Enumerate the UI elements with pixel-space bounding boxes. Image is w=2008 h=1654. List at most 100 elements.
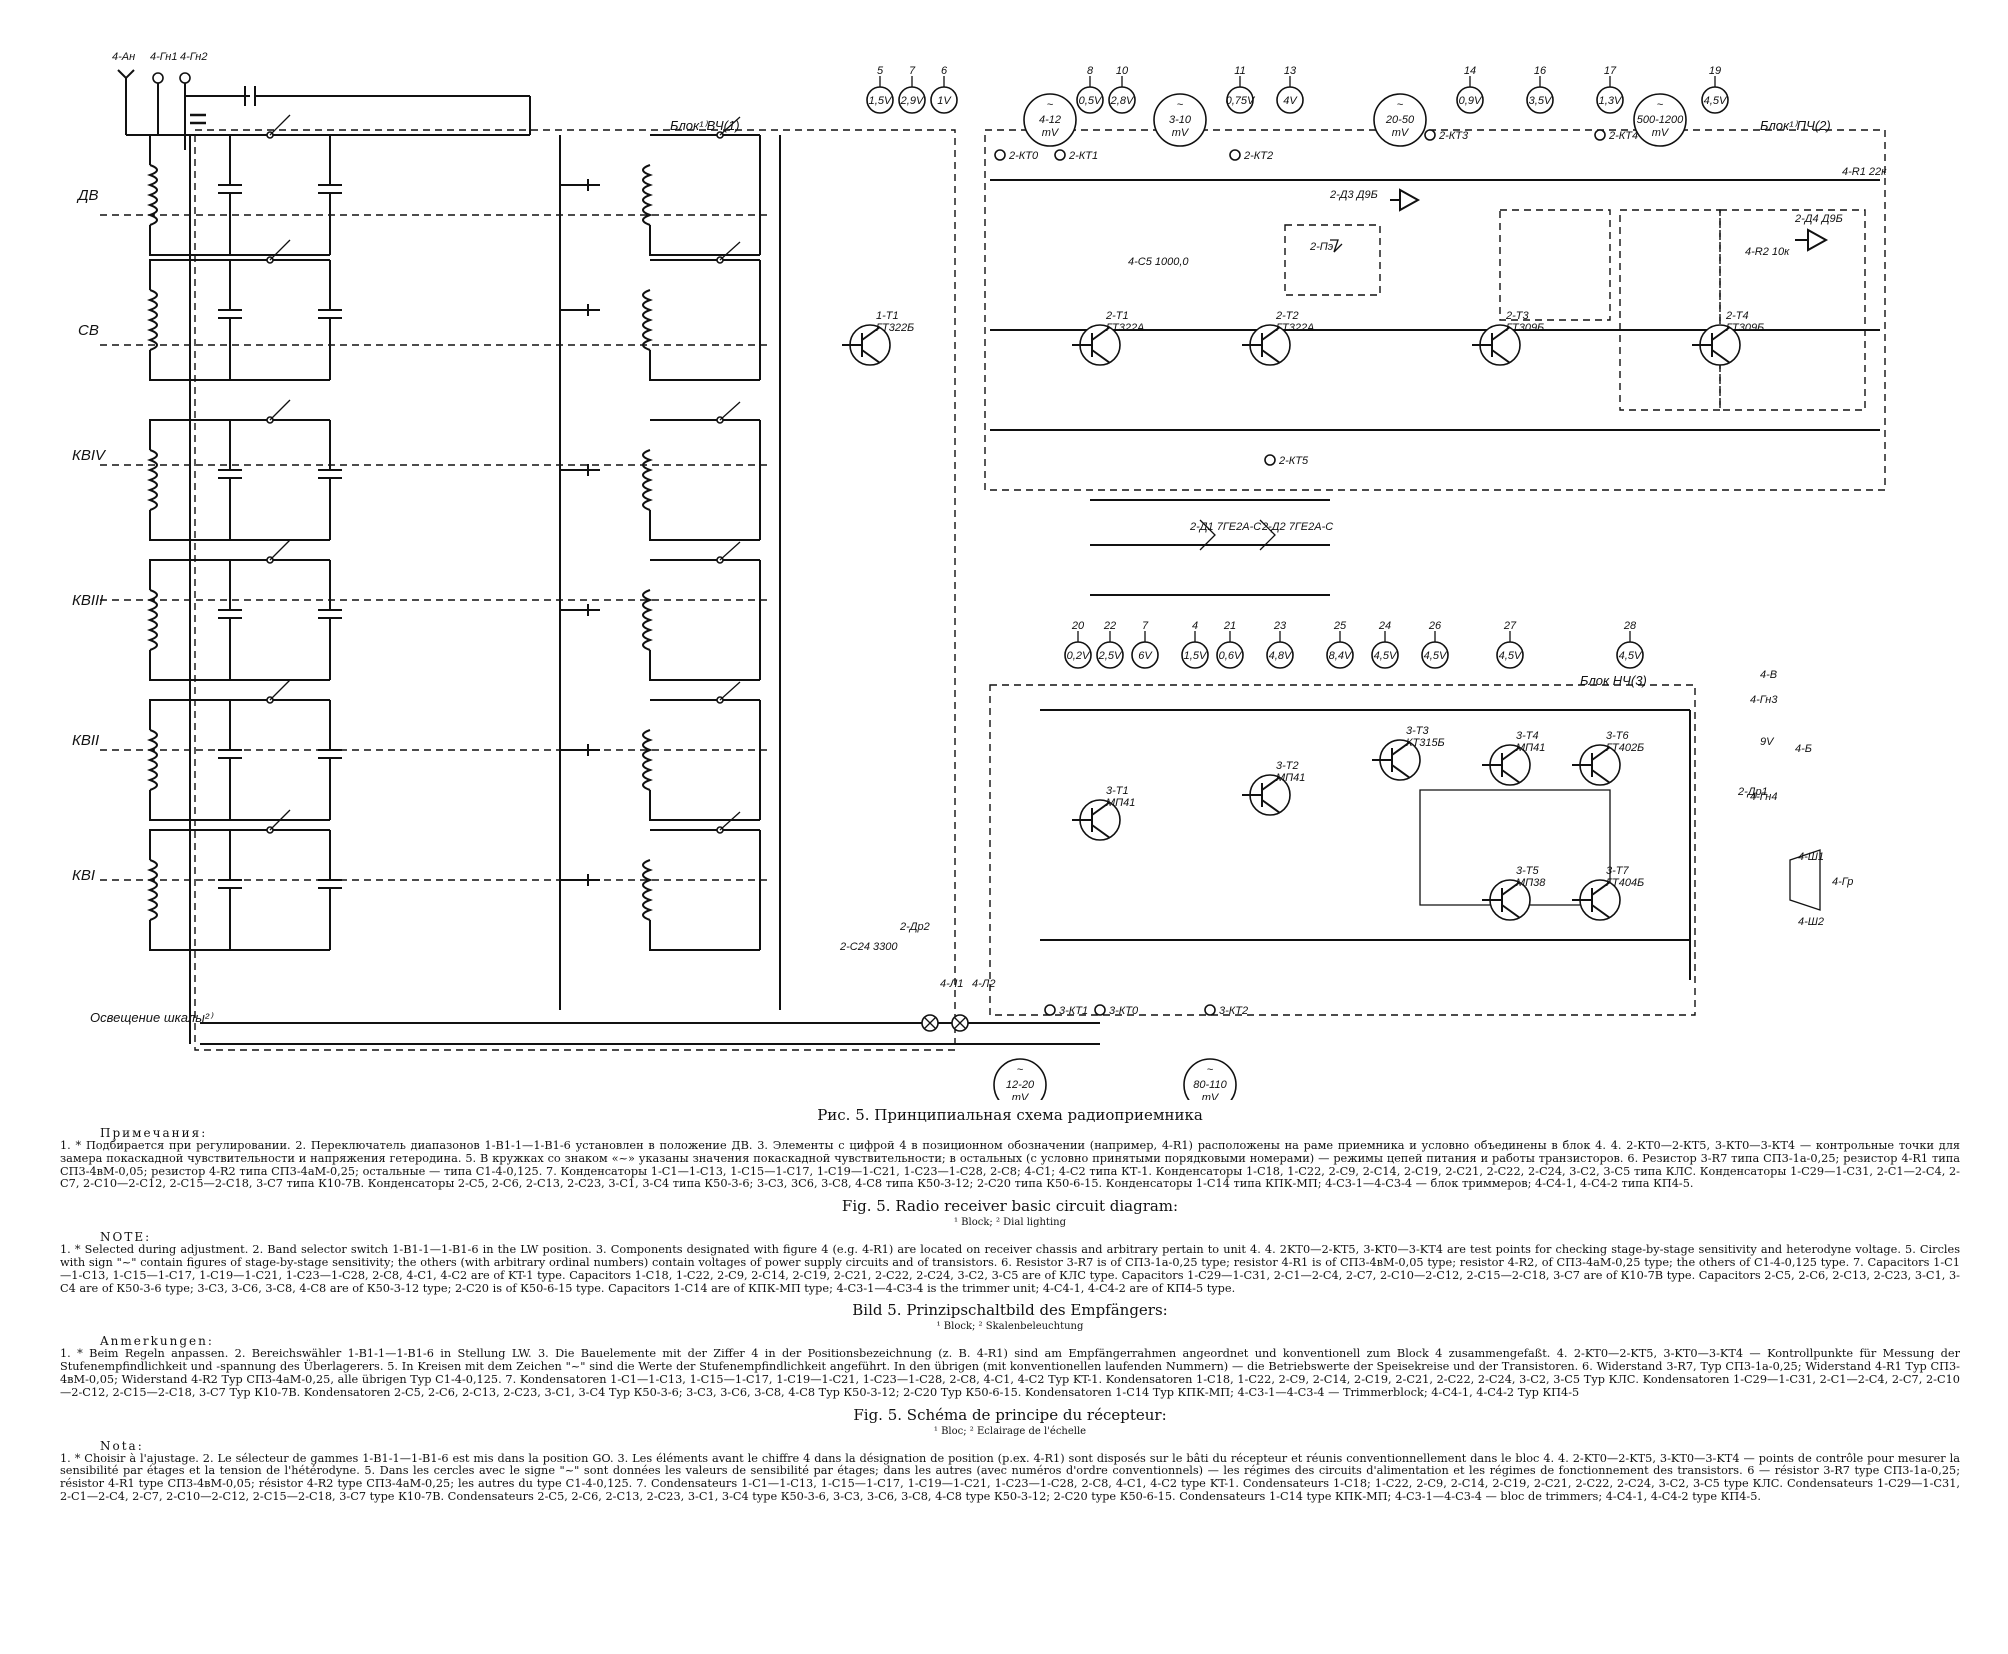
tilde-mark: ~: [1657, 99, 1664, 111]
wire: [149, 790, 330, 821]
circle-value: 4,5V: [1619, 650, 1643, 662]
circle-number: 11: [1234, 65, 1245, 77]
transistors: 1-T1ГТ322Б2-T1ГТ322А2-T2ГТ322А2-T3ГТ309Б…: [842, 310, 1764, 921]
circle-value: 1,3V: [1599, 95, 1623, 107]
switch-lever: [269, 239, 291, 261]
wire: [149, 225, 330, 256]
speaker-label: 4-Гр: [1832, 876, 1853, 888]
transistor-type: МП41: [1516, 742, 1545, 754]
circle-number: 23: [1273, 620, 1287, 632]
voltage-circle: 244,5V: [1371, 620, 1399, 669]
circle-outline: [898, 86, 926, 114]
test-point-label: 3-КТ0: [1109, 1005, 1139, 1017]
diode-d2-label: 2-Д2 7ГЕ2А-С: [1261, 521, 1333, 533]
switch-lever: [719, 401, 741, 421]
c24-label: 4-R1 22к: [1842, 166, 1887, 178]
tilde-mark: ~: [1177, 99, 1184, 111]
switch-lever: [269, 114, 291, 136]
circle-value: 1,5V: [1184, 650, 1208, 662]
if-circuits: [990, 179, 1880, 596]
switch-lever: [719, 116, 741, 136]
wire: [559, 560, 600, 680]
scale-light-circuit: [200, 1014, 1100, 1045]
circle-outline: [1183, 1058, 1237, 1100]
circle-number: 8: [1087, 65, 1094, 77]
circle-number: 17: [1604, 65, 1617, 77]
caption-fr-sub: ¹ Bloc; ² Eclairage de l'échelle: [933, 1425, 1087, 1437]
test-point-label: 2-КТ0: [1008, 150, 1039, 162]
transistor-ref: 3-T1: [1106, 785, 1129, 797]
test-point: 3-КТ1: [1044, 1004, 1088, 1017]
af-block-label: Блок НЧ(3): [1580, 673, 1647, 688]
switch-lever: [719, 241, 741, 261]
transistor-ref: 2-T3: [1505, 310, 1530, 322]
circle-outline: [1153, 93, 1207, 147]
sensitivity-unit: mV: [1392, 127, 1410, 139]
wire: [149, 650, 330, 681]
circle-outline: [1633, 93, 1687, 147]
coil: [642, 289, 653, 351]
voltage-circle: 61V: [930, 65, 958, 114]
coil: [147, 164, 158, 226]
transistor-ref: 3-T5: [1516, 865, 1540, 877]
capacitor: [318, 700, 342, 820]
test-point-label: 2-КТ1: [1068, 150, 1098, 162]
plug2-label: 4-Ш2: [1798, 916, 1824, 928]
wire: [559, 830, 600, 950]
caption-fr-title: Fig. 5. Schéma de principe du récepteur:: [853, 1405, 1167, 1424]
coil: [147, 859, 158, 921]
transistor-symbol: [1572, 746, 1611, 784]
circle-outline: [1076, 86, 1104, 114]
circle-value: 6V: [1138, 650, 1153, 662]
circle-number: 10: [1116, 65, 1129, 77]
circle-outline: [1226, 86, 1254, 114]
wire: [149, 559, 330, 590]
circle-number: 7: [909, 65, 916, 77]
sensitivity-unit: mV: [1652, 127, 1670, 139]
wire: [649, 259, 761, 381]
if-block-label: Блок¹⁾ПЧ(2): [1760, 118, 1831, 133]
wire: [149, 350, 330, 381]
sensitivity-unit: mV: [1172, 127, 1190, 139]
caption-en-sub: ¹ Block; ² Dial lighting: [953, 1217, 1066, 1229]
if-block-outline: [984, 129, 1886, 491]
transistor-type: КТ315Б: [1406, 737, 1445, 749]
voltage-circle: 41,5V: [1181, 620, 1209, 669]
switch-lever: [719, 811, 741, 831]
tilde-mark: ~: [1047, 99, 1054, 111]
switch-lever: [269, 399, 291, 421]
sensitivity-unit: mV: [1202, 1092, 1220, 1100]
band-label-sw3: КВIII: [72, 592, 103, 609]
circle-value: 0,2V: [1067, 650, 1091, 662]
test-point-label: 2-КТ3: [1438, 130, 1469, 142]
transistor-type: ГТ402Б: [1606, 742, 1644, 754]
capacitor: [218, 830, 242, 950]
voltage-circle: 102,8V: [1108, 65, 1136, 114]
circle-outline: [1326, 641, 1354, 669]
circle-value: 4,8V: [1269, 650, 1293, 662]
circle-number: 22: [1103, 620, 1116, 632]
transistor-symbol: [1572, 881, 1611, 919]
transistor-ref: 3-T2: [1276, 760, 1299, 772]
coil: [642, 164, 653, 226]
circle-value: 0,9V: [1459, 95, 1483, 107]
test-point-ring: [1044, 1004, 1056, 1016]
test-point: 3-КТ2: [1204, 1004, 1248, 1017]
sensitivity-circles: ~4-12mV~3-10mV~20-50mV~500-1200mV~12-20m…: [993, 93, 1687, 1100]
circle-number: 25: [1333, 620, 1347, 632]
sensitivity-unit: mV: [1042, 127, 1060, 139]
switch-lever: [719, 541, 741, 561]
circle-outline: [1131, 641, 1159, 669]
af-block-outline: [989, 684, 1696, 1016]
test-point-ring: [1094, 1004, 1106, 1016]
circle-outline: [993, 1058, 1047, 1100]
transistor-ref: 3-T4: [1516, 730, 1539, 742]
sensitivity-range: 500-1200: [1637, 114, 1684, 126]
